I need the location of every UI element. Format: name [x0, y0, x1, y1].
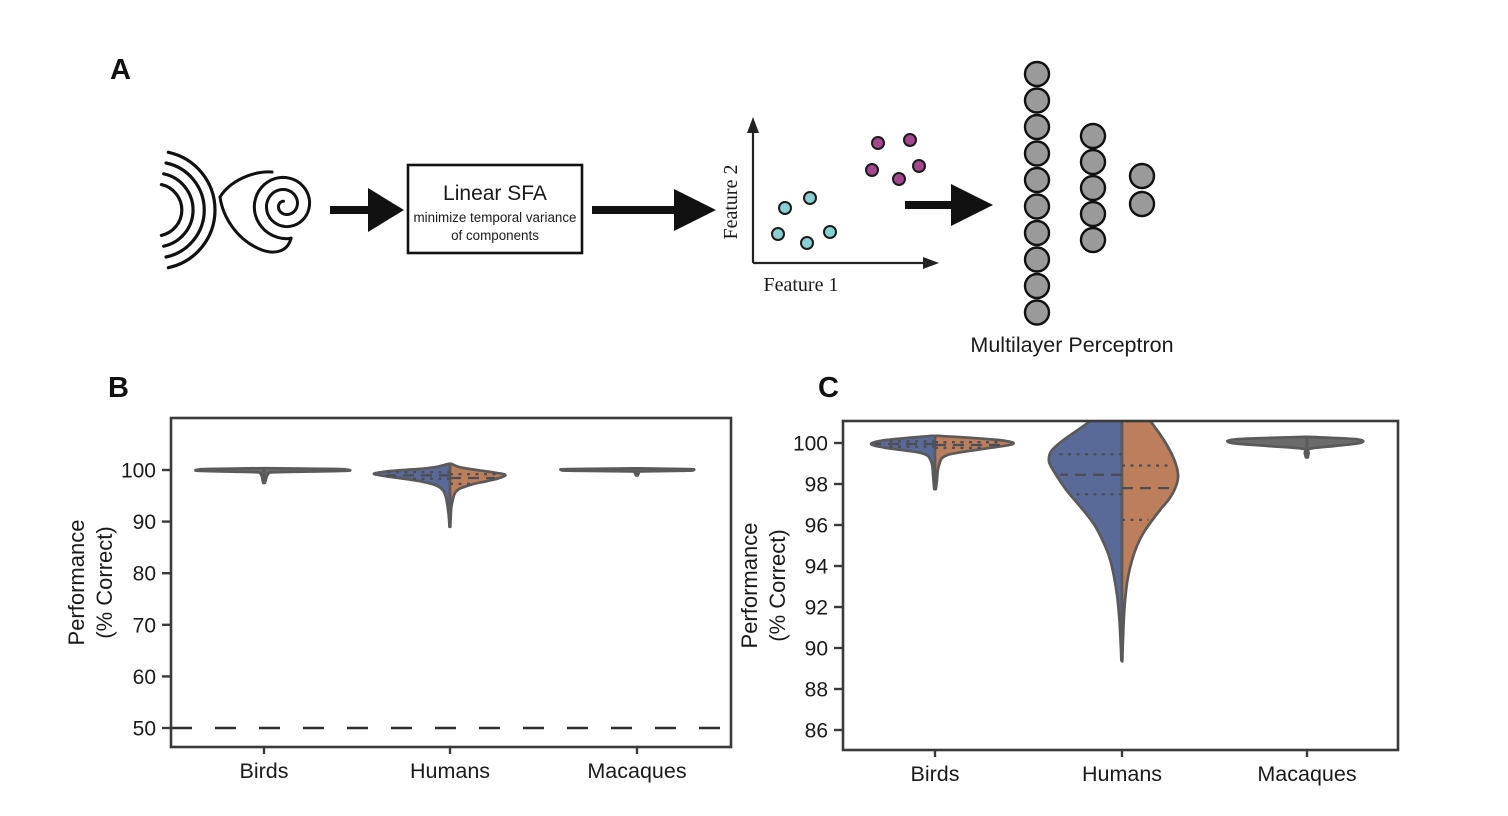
sfa-box-subtitle-2: of components — [451, 228, 539, 243]
x-category-label-birds: Birds — [240, 759, 289, 783]
scatter-dot-teal — [803, 191, 817, 205]
mlp-node — [1023, 140, 1051, 167]
violin-humans-C-right — [1120, 422, 1180, 663]
mlp-node — [1023, 113, 1051, 141]
violin-macaques-B-right — [635, 466, 696, 477]
y-tick-label: 90 — [805, 638, 828, 661]
violin-macaques-B-left — [559, 466, 639, 477]
violin-birds-C-left — [869, 434, 937, 491]
feature-scatter: Feature 2 Feature 1 — [720, 117, 939, 296]
mlp-node — [1079, 174, 1107, 202]
violin-macaques-C-right — [1305, 435, 1365, 459]
violins-C — [869, 422, 1365, 663]
x-category-label-macaques: Macaques — [587, 759, 686, 783]
y-axis-label-line2: (% Correct) — [765, 529, 790, 641]
scatter-dot-purple — [912, 159, 926, 173]
axes-frame — [841, 419, 1400, 752]
panel-a-label: A — [110, 54, 131, 86]
panel-c-label: C — [818, 372, 839, 404]
violins-B — [194, 462, 696, 529]
mlp-node — [1023, 87, 1051, 114]
scatter-dot-teal — [800, 236, 814, 250]
scatter-ylabel: Feature 2 — [720, 165, 742, 240]
y-tick-label: 80 — [133, 563, 156, 586]
mlp-node — [1079, 148, 1107, 176]
mlp-node — [1023, 60, 1051, 88]
sound-wave-icon — [159, 150, 217, 270]
violin-birds-B-left — [194, 466, 266, 485]
cochlea-icon — [218, 170, 312, 254]
mlp-node — [1128, 162, 1156, 190]
arrow-icon-2 — [592, 189, 716, 231]
y-tick-label: 98 — [805, 474, 828, 497]
y-tick-label: 92 — [805, 597, 828, 620]
scatter-dot-purple — [865, 163, 879, 177]
violin-humans-B-right — [448, 462, 507, 529]
y-axis-arrowhead — [747, 117, 759, 133]
sfa-box-subtitle-1: minimize temporal variance — [414, 210, 577, 225]
x-category-label-macaques: Macaques — [1257, 762, 1356, 786]
y-axis-label-line1: Performance — [737, 523, 762, 649]
y-tick-label: 70 — [133, 614, 156, 637]
y-axis-label-line2: (% Correct) — [92, 526, 117, 638]
sfa-box-title: Linear SFA — [443, 182, 547, 205]
y-tick-label: 50 — [133, 718, 156, 741]
mlp-node — [1023, 166, 1051, 194]
scatter-dot-teal — [823, 225, 837, 239]
violin-birds-B-right — [262, 466, 352, 485]
x-axis-arrowhead — [923, 257, 939, 269]
scatter-dots — [771, 133, 926, 250]
scatter-dot-teal — [778, 201, 792, 215]
x-category-label-humans: Humans — [1082, 762, 1162, 786]
mlp-node — [1128, 190, 1156, 218]
violin-birds-C-right — [933, 434, 1015, 491]
y-tick-label: 60 — [133, 666, 156, 689]
violin-macaques-C-left — [1225, 435, 1309, 459]
scatter-dot-teal — [771, 227, 785, 241]
panel-b-label: B — [108, 372, 129, 404]
mlp-node — [1023, 246, 1051, 273]
violin-humans-C-left — [1047, 422, 1124, 662]
mlp-node — [1079, 226, 1107, 254]
y-tick-label: 90 — [133, 511, 156, 534]
mlp-node — [1023, 299, 1051, 326]
mlp-node — [1023, 193, 1051, 220]
mlp: Multilayer Perceptron — [970, 60, 1174, 357]
arrow-icon-3 — [905, 184, 993, 226]
y-tick-label: 94 — [805, 556, 829, 579]
y-tick-label: 88 — [805, 679, 828, 702]
y-tick-label: 96 — [805, 515, 828, 538]
y-tick-label: 100 — [793, 433, 828, 456]
y-tick-label: 100 — [121, 460, 156, 483]
mlp-node — [1023, 272, 1051, 300]
mlp-node — [1023, 219, 1051, 247]
scatter-xlabel: Feature 1 — [764, 274, 839, 296]
y-axis-label-line1: Performance — [64, 520, 89, 646]
scatter-dot-purple — [892, 172, 906, 186]
mlp-nodes — [1023, 60, 1156, 326]
y-tick-label: 86 — [805, 720, 828, 743]
x-category-label-birds: Birds — [911, 762, 960, 786]
arrow-icon-1 — [330, 188, 404, 232]
mlp-node — [1079, 122, 1107, 150]
scatter-dot-purple — [903, 133, 917, 147]
x-category-label-humans: Humans — [410, 759, 490, 783]
sfa-box: Linear SFA minimize temporal variance of… — [406, 163, 584, 255]
mlp-label: Multilayer Perceptron — [970, 333, 1173, 357]
mlp-node — [1079, 200, 1107, 228]
scatter-dot-purple — [871, 136, 885, 150]
